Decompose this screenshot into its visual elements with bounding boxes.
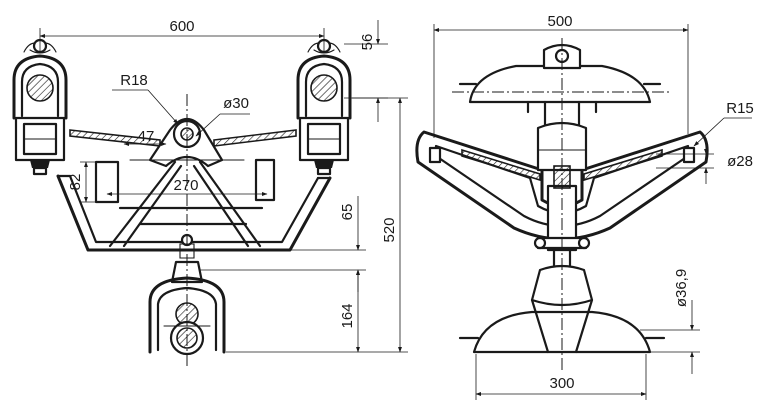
dim-o30: ø30 (195, 95, 250, 137)
dim-520-label: 520 (381, 217, 398, 242)
dim-r18: R18 (112, 72, 179, 125)
dim-82-label: 82 (67, 174, 84, 191)
dim-500-label: 500 (547, 13, 572, 30)
dim-o28: ø28 (656, 138, 753, 184)
dim-o30-label: ø30 (223, 95, 249, 112)
dim-65-label: 65 (339, 204, 356, 221)
right-yoke-plate (213, 129, 297, 147)
dim-r18-label: R18 (120, 72, 148, 89)
dim-164-label: 164 (339, 303, 356, 328)
dim-270: 270 (106, 177, 268, 196)
dim-56-label: 56 (359, 34, 376, 51)
dim-o36-9: ø36,9 (640, 269, 700, 374)
bottom-saddle (458, 264, 666, 354)
side-view: 500 R15 ø28 ø36,9 300 (415, 13, 754, 400)
front-view: 600 56 520 65 164 (12, 18, 408, 366)
top-saddle (458, 43, 662, 136)
dim-o36-9-label: ø36,9 (673, 269, 690, 307)
dim-300-label: 300 (549, 375, 574, 392)
dim-520: 520 (226, 97, 408, 353)
dim-600-label: 600 (169, 18, 194, 35)
dim-270-label: 270 (173, 177, 198, 194)
left-suspension-clamp (12, 38, 68, 176)
dim-o28-label: ø28 (727, 153, 753, 170)
dim-300: 300 (475, 354, 647, 400)
dim-r15: R15 (693, 100, 754, 147)
right-suspension-clamp (296, 38, 352, 176)
dim-82: 82 (67, 161, 110, 203)
central-head (129, 117, 245, 168)
dim-600: 600 (39, 18, 325, 52)
main-frame (56, 158, 332, 259)
dim-164: 164 (339, 269, 360, 353)
dim-500: 500 (433, 13, 689, 138)
dim-r15-label: R15 (726, 100, 754, 117)
dim-47-label: 47 (138, 128, 155, 145)
dim-47: 47 (123, 128, 167, 146)
